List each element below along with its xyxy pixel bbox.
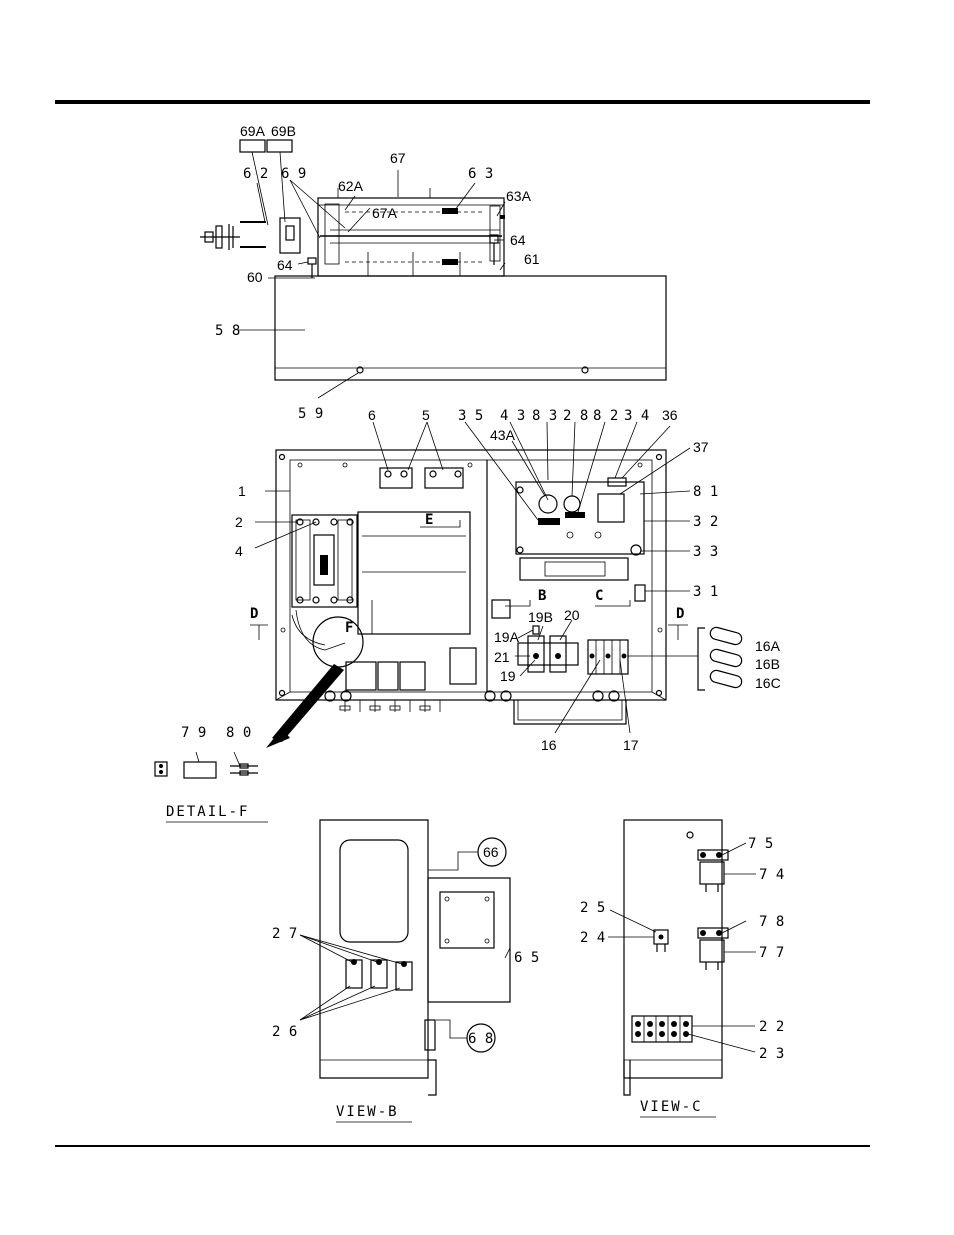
callout-43A: 43A: [490, 427, 516, 443]
callout-77: 7 7: [759, 945, 784, 961]
top-assembly: 69A 69B 6 2 6 9 67 62A 6 3 63A 67A 64 64…: [200, 123, 666, 422]
callout-79: 7 9: [181, 725, 206, 741]
callout-20: 20: [564, 607, 580, 623]
callout-24: 2 4: [580, 930, 605, 946]
callout-19: 19: [500, 668, 516, 684]
callout-80: 8 0: [226, 725, 251, 741]
callout-67: 67: [390, 150, 406, 166]
callout-37: 37: [693, 439, 709, 455]
callout-63A: 63A: [506, 188, 532, 204]
callout-83: 8 3: [532, 408, 557, 424]
callout-17: 17: [623, 737, 639, 753]
callout-33: 3 3: [693, 544, 718, 560]
callout-D-right: D: [676, 606, 684, 622]
callout-32: 3 2: [693, 514, 718, 530]
callout-75: 7 5: [748, 836, 773, 852]
callout-16B: 16B: [755, 656, 780, 672]
callout-19B: 19B: [528, 609, 553, 625]
callout-27: 2 7: [272, 926, 297, 942]
callout-64-left: 64: [277, 257, 293, 273]
callout-63: 6 3: [468, 166, 493, 182]
callout-25: 2 5: [580, 900, 605, 916]
callout-35: 3 5: [458, 408, 483, 424]
callout-69: 6 9: [281, 166, 306, 182]
callout-59: 5 9: [298, 406, 323, 422]
callout-31: 3 1: [693, 584, 718, 600]
callout-16C: 16C: [755, 675, 781, 691]
view-c: 7 5 7 4 2 5 2 4 7 8 7 7 2 2 2 3 VIEW-C: [580, 820, 784, 1117]
callout-B: B: [538, 588, 546, 604]
callout-61: 61: [524, 251, 540, 267]
callout-21: 21: [494, 649, 510, 665]
callout-4: 4: [235, 543, 243, 559]
callout-23: 2 3: [759, 1046, 784, 1062]
callout-62A: 62A: [338, 178, 364, 194]
callout-62: 6 2: [243, 166, 268, 182]
callout-26: 2 6: [272, 1024, 297, 1040]
callout-67A: 67A: [372, 205, 398, 221]
callout-68: 6 8: [468, 1031, 493, 1047]
callout-43: 4 3: [500, 408, 525, 424]
callout-36: 36: [662, 407, 678, 423]
callout-64-right: 64: [510, 232, 526, 248]
callout-65: 6 5: [514, 950, 539, 966]
callout-74: 7 4: [759, 867, 784, 883]
callout-19A: 19A: [494, 629, 520, 645]
detail-f: 7 9 8 0 DETAIL-F: [155, 725, 268, 822]
main-panel: 6 5 3 5 4 3 8 3 2 8 8 2 3 4 36 43A 37 1 …: [235, 407, 781, 753]
callout-16: 16: [541, 737, 557, 753]
callout-82: 8 2: [593, 408, 618, 424]
view-b: 66 6 5 2 7 2 6 6 8 VIEW-B: [272, 820, 539, 1122]
callout-78: 7 8: [759, 914, 784, 930]
callout-1: 1: [238, 483, 246, 499]
callout-69A: 69A: [240, 123, 266, 139]
callout-D-left: D: [250, 606, 258, 622]
callout-6: 6: [368, 407, 376, 423]
callout-E: E: [425, 512, 433, 528]
callout-28: 2 8: [563, 408, 588, 424]
callout-F: F: [345, 620, 353, 636]
callout-34: 3 4: [624, 408, 649, 424]
view-b-caption: VIEW-B: [336, 1104, 399, 1120]
callout-16A: 16A: [755, 638, 781, 654]
view-c-caption: VIEW-C: [640, 1099, 703, 1115]
callout-2: 2: [235, 514, 243, 530]
callout-22: 2 2: [759, 1019, 784, 1035]
callout-C: C: [595, 588, 603, 604]
callout-5: 5: [422, 407, 430, 423]
callout-81: 8 1: [693, 484, 718, 500]
detail-f-caption: DETAIL-F: [166, 804, 249, 820]
callout-69B: 69B: [271, 123, 296, 139]
callout-60: 60: [247, 269, 263, 285]
callout-66: 66: [483, 844, 499, 860]
callout-58: 5 8: [215, 323, 240, 339]
